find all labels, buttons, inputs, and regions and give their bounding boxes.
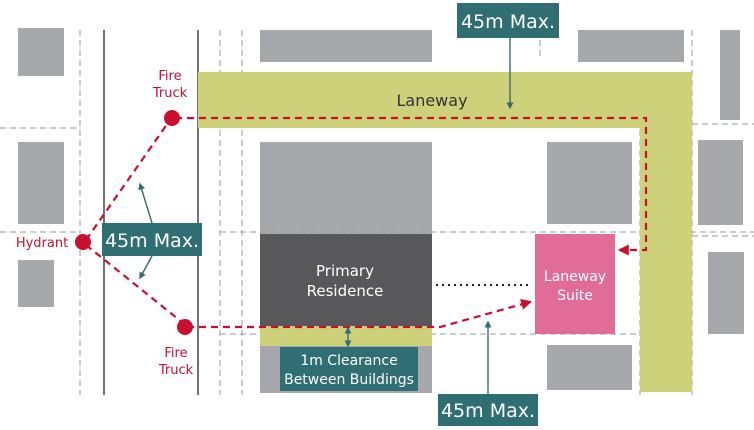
- laneway-label: Laneway: [396, 91, 467, 110]
- laneway-suite: [535, 234, 615, 334]
- building-block: [260, 30, 432, 62]
- max-distance-left-label: 45m Max.: [105, 230, 199, 252]
- distance-pointers: [138, 38, 514, 395]
- fire-truck-top-label-line1: Fire: [158, 69, 181, 84]
- primary-residence-label-line2: Residence: [307, 282, 384, 300]
- building-block: [18, 142, 64, 224]
- max-distance-top-box: [457, 3, 559, 38]
- fire-truck-top-marker: [164, 110, 180, 126]
- clearance-label-line2: Between Buildings: [284, 372, 414, 388]
- clearance-box: [280, 347, 418, 391]
- hydrant-route-top: [85, 119, 171, 241]
- primary-residence-label-line1: Primary: [316, 262, 374, 280]
- clearance-strip: [260, 326, 432, 346]
- max-distance-left-box: [102, 223, 202, 256]
- laneway-suite-label-line1: Laneway: [544, 269, 606, 285]
- hydrant-label: Hydrant: [16, 236, 68, 251]
- building-block: [547, 142, 632, 224]
- fire-truck-top-label-line2: Truck: [152, 86, 188, 101]
- laneway-suite-label-line2: Suite: [557, 288, 593, 304]
- hydrant-marker: [75, 234, 91, 250]
- building-block: [18, 260, 54, 307]
- laneway-strip: [198, 72, 692, 392]
- building-block: [547, 345, 632, 390]
- building-block: [578, 30, 684, 62]
- max-distance-bottom-box: [438, 394, 538, 426]
- fire-truck-bottom-label-line1: Fire: [164, 346, 187, 361]
- neighbour-buildings: [18, 28, 744, 393]
- building-block: [698, 140, 743, 225]
- max-distance-top-label: 45m Max.: [461, 11, 555, 33]
- building-block: [18, 28, 64, 76]
- primary-residence: [260, 234, 432, 326]
- fire-truck-bottom-marker: [177, 319, 193, 335]
- fire-truck-bottom-label-line2: Truck: [158, 363, 194, 378]
- street-lines: [103, 30, 199, 395]
- building-block: [708, 252, 744, 334]
- max-distance-bottom-label: 45m Max.: [441, 400, 535, 422]
- building-block: [720, 30, 740, 120]
- fire-routes: [85, 116, 648, 329]
- suite-route: [187, 299, 533, 329]
- clearance-label-line1: 1m Clearance: [300, 353, 397, 369]
- hydrant-route-bottom: [85, 244, 184, 324]
- building-block: [260, 142, 432, 234]
- laneway-route: [175, 116, 648, 256]
